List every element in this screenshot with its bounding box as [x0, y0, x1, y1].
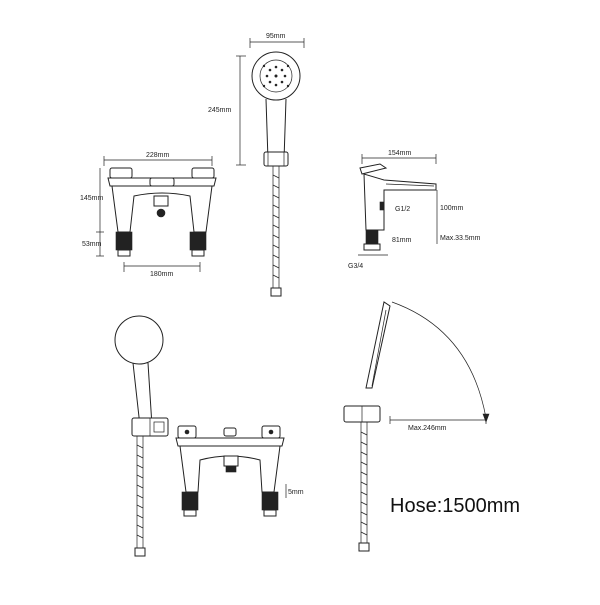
dim-handset-width: 95mm	[266, 33, 286, 40]
mixer-front-view: 228mm 145mm 53mm 180mm	[80, 152, 217, 278]
dim-spout-height: 100mm	[440, 205, 464, 212]
spray-nozzles	[262, 64, 290, 88]
dim-mixer-height: 145mm	[80, 195, 104, 202]
dim-spout-thread: G1/2	[395, 206, 410, 213]
dim-spout-depth: 81mm	[392, 237, 412, 244]
handset-swing-view: Max.246mm	[343, 301, 490, 552]
mixer-side-view: 154mm G1/2 100mm 81mm Max.33.5mm G3/4	[348, 150, 481, 270]
dim-spout-max: Max.33.5mm	[440, 235, 481, 242]
hose-length-label: Hose:1500mm	[390, 495, 520, 517]
dim-swing-max: Max.246mm	[408, 425, 447, 432]
dim-base-thread: G3/4	[348, 263, 363, 270]
dim-mixer-leg: 53mm	[82, 241, 102, 248]
handset-front-view: 95mm 245mm	[208, 33, 305, 297]
dim-mixer-centres: 180mm	[150, 271, 174, 278]
assembled-set-view: 5mm	[114, 315, 304, 557]
dim-handset-height: 245mm	[208, 107, 232, 114]
dim-spout-length: 154mm	[388, 150, 412, 157]
dim-leg-small: 5mm	[288, 489, 304, 496]
dim-mixer-width: 228mm	[146, 152, 170, 159]
